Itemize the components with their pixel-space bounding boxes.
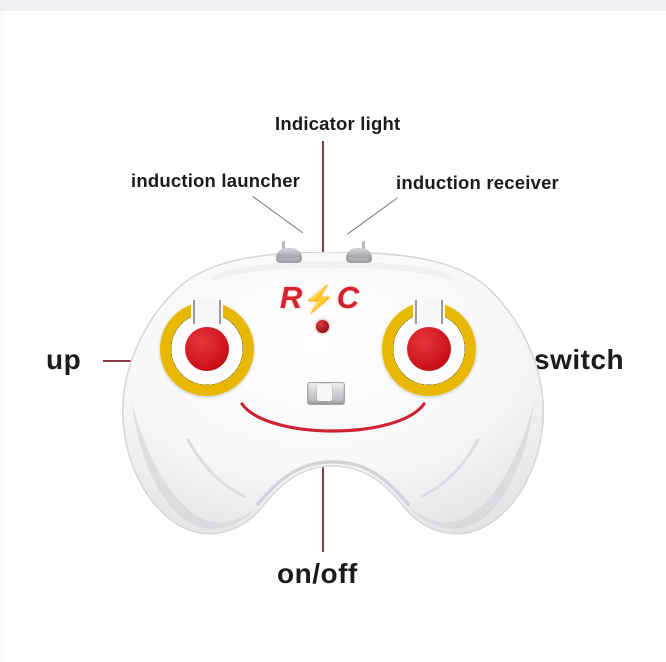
leader-induction-receiver [347,197,398,235]
left-joystick-knob[interactable] [185,327,229,371]
label-indicator-light: Indicator light [275,113,401,134]
leader-induction-launcher [252,196,304,234]
right-joystick-gate-slot [413,298,445,324]
left-joystick-gate-slot [191,298,223,324]
label-induction-launcher: induction launcher [131,170,301,191]
right-joystick-knob[interactable] [407,327,451,371]
induction-receiver-nub[interactable] [346,241,372,263]
indicator-led [316,320,329,333]
power-slider-thumb[interactable] [317,384,332,401]
power-slider[interactable] [307,382,345,405]
induction-launcher-nub[interactable] [276,241,302,263]
logo-c: C [336,280,361,315]
label-switch: switch [534,344,625,375]
receiver-stem [362,241,365,249]
logo-r: R [279,280,304,315]
leader-on-off [322,394,324,552]
rc-transmitter: R⚡C [118,241,548,540]
launcher-stem [282,241,285,249]
left-joystick[interactable] [160,298,254,396]
right-joystick[interactable] [382,298,476,396]
molded-text-ghost [390,278,470,295]
label-up: up [46,344,82,375]
leader-indicator-light [322,141,324,323]
brand-logo: R⚡C [270,280,370,316]
label-on-off: on/off [277,558,358,589]
top-edge-band [0,0,666,11]
label-induction-receiver: induction receiver [396,172,559,193]
smile-decoration [240,402,426,433]
left-edge-band [0,11,5,662]
lightning-bolt-icon: ⚡ [303,284,337,314]
